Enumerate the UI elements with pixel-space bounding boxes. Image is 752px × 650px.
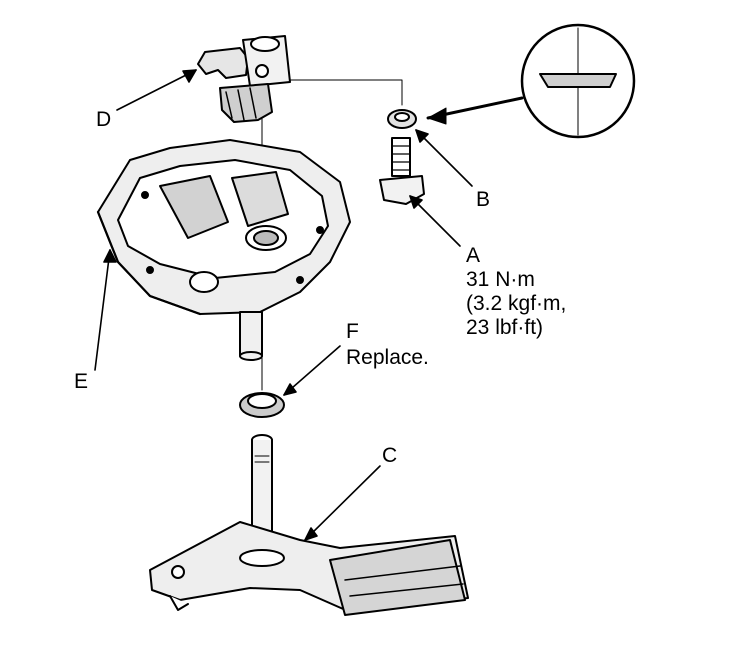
- label-f-replace-note: Replace.: [346, 346, 429, 369]
- part-b-sealing-washer: [387, 109, 417, 129]
- part-f-oil-seal: [239, 392, 285, 418]
- label-b: B: [476, 188, 491, 211]
- label-a: A: [466, 244, 481, 267]
- label-a-torque-lbfft: 23 lbf·ft): [466, 316, 544, 339]
- part-a-bolt: [379, 137, 425, 205]
- part-e-housing: [96, 139, 351, 361]
- label-e: E: [74, 370, 89, 393]
- label-f: F: [346, 320, 359, 343]
- label-a-torque-nm: 31 N·m: [466, 268, 535, 291]
- part-c-shift-lever: [149, 434, 469, 616]
- label-a-torque-kgfm: (3.2 kgf·m,: [466, 292, 567, 315]
- leader-lines: [94, 69, 473, 541]
- washer-detail-circle: [426, 23, 636, 139]
- label-c: C: [382, 444, 398, 467]
- part-d-shift-arm: [197, 35, 291, 123]
- label-d: D: [96, 108, 112, 131]
